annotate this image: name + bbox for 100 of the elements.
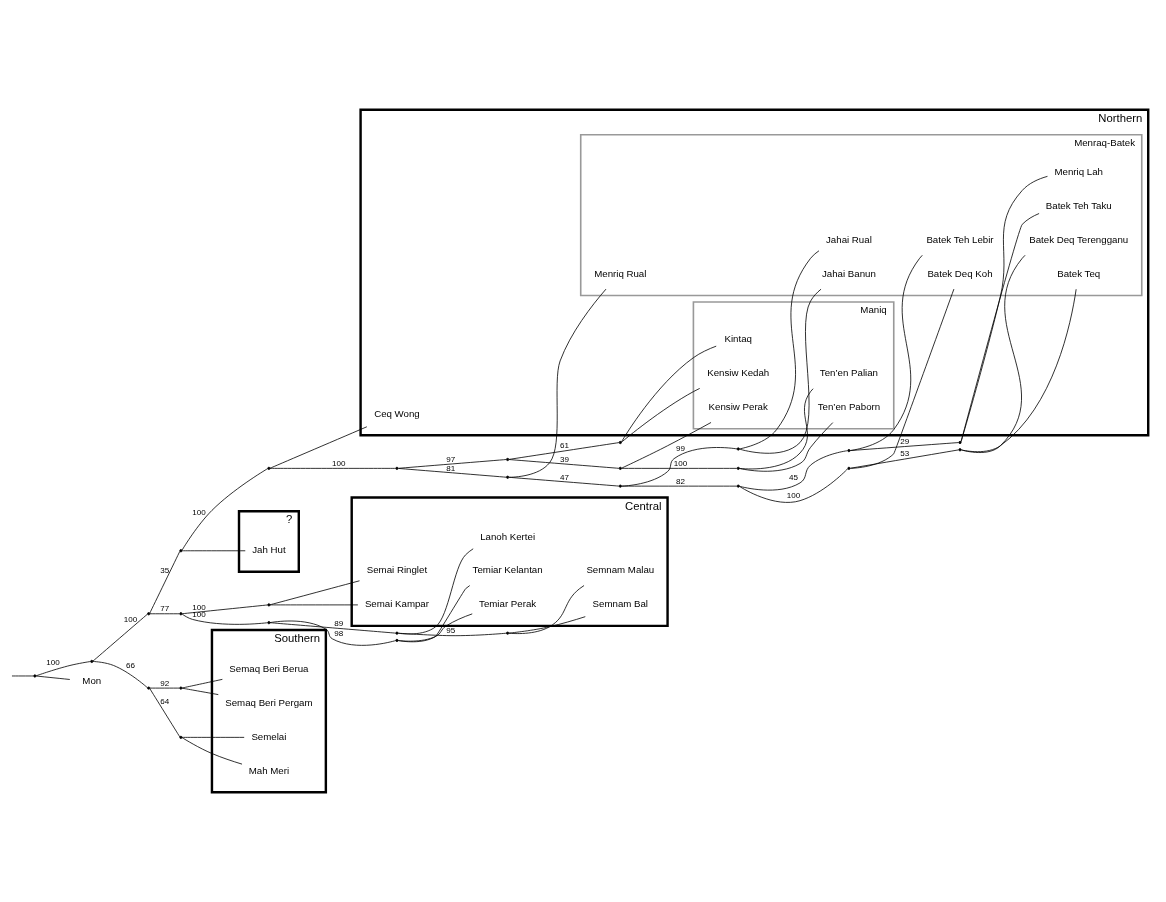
node-point [506,475,510,479]
node-point [179,735,183,739]
connector [508,476,620,487]
node-point [618,484,622,488]
node-point [33,674,37,678]
edge-label: 99 [676,443,685,453]
node-point [179,612,183,616]
node-point [618,466,622,470]
connector [398,632,507,637]
connector [92,613,148,662]
node-text: Ceq Wong [374,407,420,419]
connector [508,459,620,469]
connector [181,737,243,765]
node-point [618,440,622,445]
node-text: Semaq Beri Pergam [225,696,313,708]
connector [739,450,848,491]
node-text: Temiar Perak [479,598,537,610]
connector [850,442,959,451]
connector [397,548,474,635]
node-point [147,612,151,616]
connector [621,422,712,469]
node-text: Jah Hut [252,544,286,556]
node-point [267,603,271,607]
node-point [179,686,183,690]
node-point [958,440,962,445]
edge-label: 29 [900,437,910,447]
connector [621,388,701,443]
node-text: Ten’en Palian [819,367,879,379]
node-text: Semelai [251,730,287,742]
edge-label: 77 [160,604,170,614]
node-text: Ten’en Paborn [817,401,881,413]
connector [960,175,1048,442]
edge-label: 100 [673,458,688,468]
node-point [736,447,740,451]
connector [850,288,955,469]
edge-label: 100 [332,458,346,468]
node-point [147,686,151,690]
node-text: Jahai Banun [821,267,876,279]
node-text: Semai Ringlet [366,564,428,576]
connector [397,613,473,642]
node-text: Lanoh Kertei [480,530,536,542]
connector [181,613,268,625]
edge-label: 95 [446,626,456,636]
edge-label: 81 [446,463,456,473]
connector [850,449,959,469]
node-point [506,457,510,462]
connector [35,675,71,680]
edge-label: 98 [334,629,344,639]
node-point [736,484,740,488]
connector [961,288,1077,453]
edge-label: 64 [160,697,170,707]
connector [181,678,223,689]
connector [149,613,180,615]
connector [181,736,245,738]
connector [961,254,1026,453]
node-point [847,466,851,470]
connector [269,622,396,634]
edge-label: 100 [192,508,206,518]
edge-label: 100 [192,602,206,612]
connector [269,580,360,606]
edge-label: 53 [900,449,910,459]
node-text: Mon [82,675,102,687]
connector [269,467,396,469]
node-text: Batek Teh Lebir [926,234,994,246]
node-text: Batek Deq Koh [927,267,993,279]
edge-label: 66 [126,660,136,670]
connector [149,688,181,738]
edge-label: 100 [786,491,801,501]
connector [269,620,397,646]
edge-label: 47 [560,472,570,482]
node-text: Kensiw Kedah [707,367,770,379]
node-point [395,631,399,635]
connector [149,687,180,689]
connector [398,459,507,469]
node-point [736,466,740,470]
connector [739,422,834,472]
edge-label: 39 [560,454,570,464]
connector [35,661,91,677]
node-text: Semnam Bal [592,598,649,610]
node-point [267,466,271,470]
edge-label: 35 [160,565,170,575]
edge-label: 100 [192,610,206,620]
edge-label: 61 [560,441,570,451]
node-text: Batek Teh Taku [1045,200,1112,212]
node-text: Menriq Lah [1054,166,1103,178]
connector [508,288,607,478]
connector [11,675,34,677]
connector [621,345,717,443]
connector [739,468,848,503]
connector [149,551,181,614]
connector [621,447,738,487]
edge-label: 97 [446,454,456,464]
connector [621,467,738,469]
node-point [847,449,851,453]
node-text: Semnam Malau [586,564,655,576]
edge-label: 82 [676,476,685,486]
node-text: Batek Deq Terengganu [1029,234,1129,246]
node-text: Jahai Rual [826,234,872,246]
connector [960,213,1040,443]
connector [508,442,620,460]
